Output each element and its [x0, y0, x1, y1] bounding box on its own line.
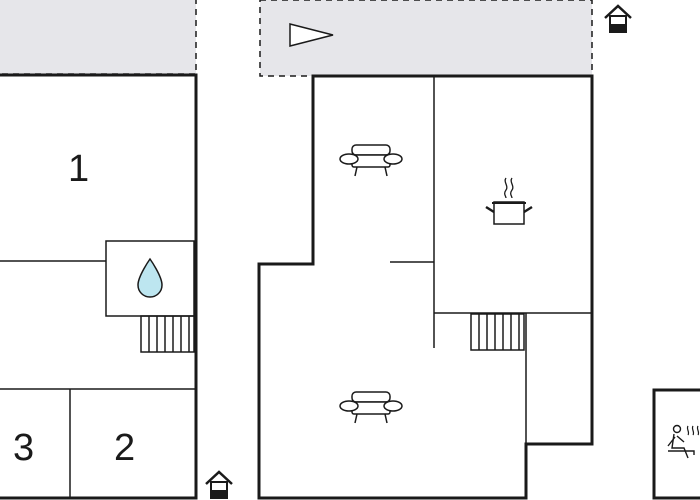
room-label-2: 2	[114, 427, 135, 469]
left-floor: 1 3 2	[0, 0, 233, 500]
right-outer-wall	[257, 74, 594, 500]
left-terrace	[0, 0, 197, 75]
sauna-wall	[652, 388, 700, 500]
left-stairs	[140, 315, 195, 353]
right-stairs	[470, 313, 525, 351]
sofa-icon-2	[339, 391, 403, 424]
terrace-icon	[289, 23, 334, 47]
cooking-pot-icon	[485, 177, 533, 225]
entrance-icon-top	[604, 4, 632, 33]
water-drop-icon	[137, 257, 163, 298]
right-floor	[257, 0, 632, 500]
sofa-icon	[339, 144, 403, 177]
entrance-icon	[205, 470, 233, 499]
room-label-3: 3	[13, 427, 34, 469]
sauna-icon	[667, 424, 700, 459]
sauna-building	[652, 388, 700, 500]
room-label-1: 1	[68, 148, 89, 190]
left-outer-wall	[0, 73, 198, 500]
